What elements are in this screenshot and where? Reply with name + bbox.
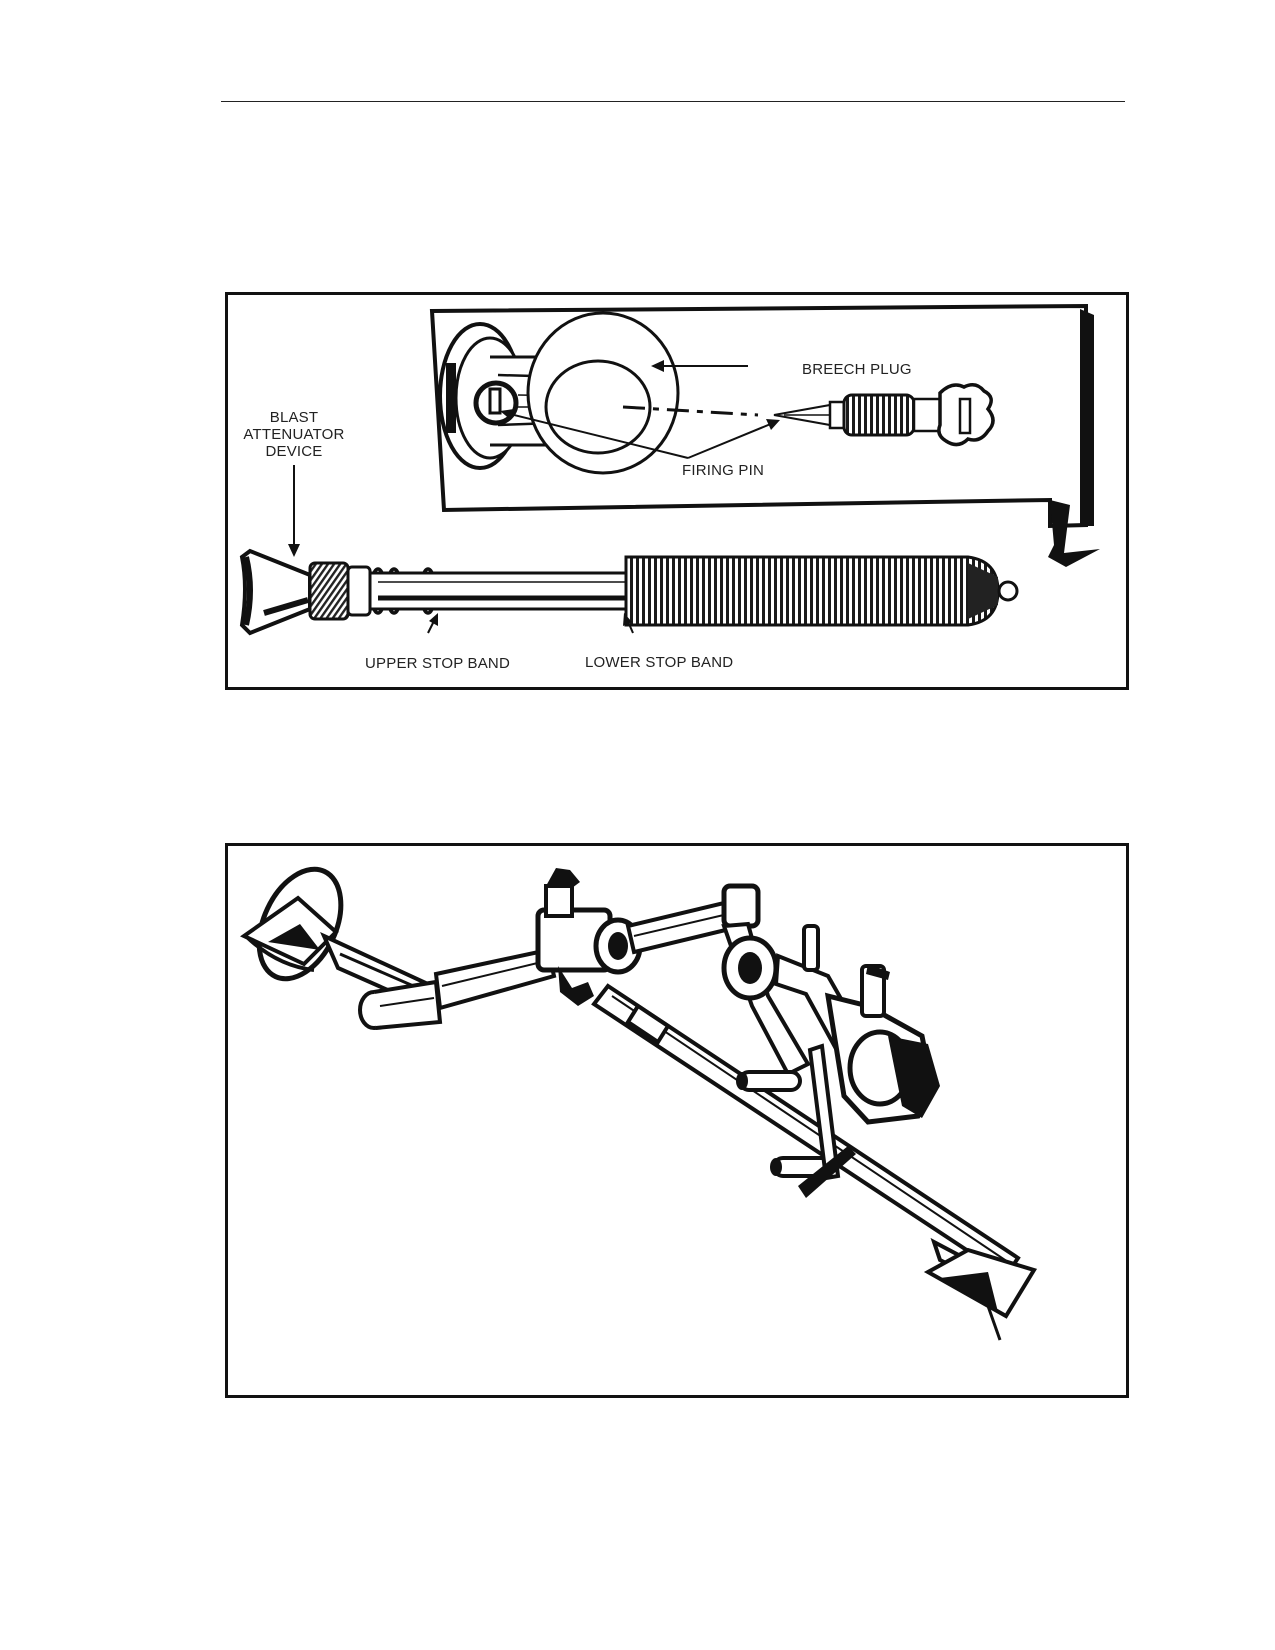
right-bipod-foot: [923, 1237, 1038, 1341]
left-bipod-foot: [240, 866, 344, 982]
blast-attenuator-label-line-2: ATTENUATOR: [243, 426, 344, 443]
upper-stop-band-label: UPPER STOP BAND: [365, 655, 510, 672]
cannon-components-figure: BREECH PLUG FIRING PIN BLAST ATTENUATOR …: [225, 292, 1129, 690]
lower-stop-band-label: LOWER STOP BAND: [585, 654, 733, 671]
header-rule: [221, 101, 1125, 102]
blast-attenuator-label-line-3: DEVICE: [265, 443, 322, 460]
center-mechanism: [535, 868, 643, 1006]
cannon-barrel: [239, 548, 1019, 636]
traversing-mechanism: [721, 921, 940, 1125]
breech-inset: [429, 303, 1100, 567]
bipod-assembly-figure: [225, 843, 1129, 1398]
firing-pin-label: FIRING PIN: [682, 462, 764, 479]
breech-plug-label: BREECH PLUG: [802, 361, 912, 378]
bipod-illustration: [240, 866, 1038, 1341]
cannon-illustration: BREECH PLUG FIRING PIN BLAST ATTENUATOR …: [239, 303, 1100, 672]
blast-attenuator-label-line-1: BLAST: [270, 409, 319, 426]
